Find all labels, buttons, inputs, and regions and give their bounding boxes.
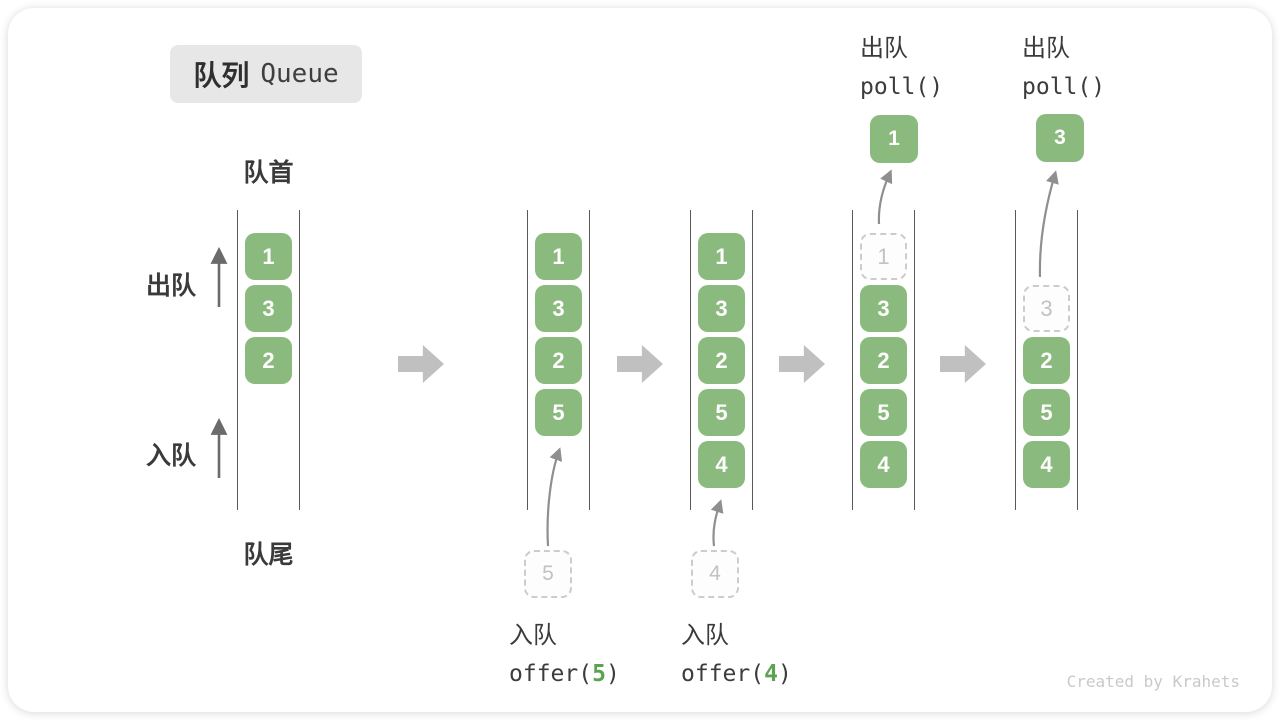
enqueue-annotation-code: offer(4) [681,661,792,687]
queue-cell: 2 [1023,337,1070,384]
queue-cell: 5 [1023,389,1070,436]
queue-state-4: 1 3 2 5 4 [852,210,915,510]
code-close: ) [605,661,620,687]
dequeue-annotation-2: 出队 poll() [1022,28,1105,100]
queue-cell: 1 [535,233,582,280]
dequeue-annotation-label: 出队 [1022,35,1070,62]
queue-cell: 4 [860,441,907,488]
enqueue-annotation-2: 入队 offer(4) [681,615,792,687]
queue-cell: 3 [245,285,292,332]
pending-element-box: 4 [691,550,739,598]
title-badge: 队列 Queue [170,45,362,103]
queue-cell: 3 [535,285,582,332]
pending-element-box: 5 [524,550,572,598]
queue-cell: 3 [860,285,907,332]
dequeue-annotation-label: 出队 [860,35,908,62]
enqueue-side-label: 入队 [146,442,197,470]
queue-state-3: 1 3 2 5 4 [690,210,753,510]
enqueue-annotation-1: 入队 offer(5) [509,615,620,687]
dequeue-annotation-code: poll() [1022,74,1106,100]
queue-cell: 2 [698,337,745,384]
popped-element-box: 3 [1036,114,1084,162]
enqueue-annotation-code: offer(5) [509,661,620,687]
code-arg: 5 [592,661,606,687]
code-open: offer( [681,661,765,687]
code-close: ) [777,661,792,687]
queue-state-2: 1 3 2 5 [527,210,590,510]
code-open: offer( [509,661,593,687]
queue-cell: 5 [860,389,907,436]
code-arg: 4 [764,661,778,687]
removed-element-box: 3 [1023,285,1070,332]
queue-cell: 2 [860,337,907,384]
dequeue-annotation-1: 出队 poll() [860,28,943,100]
watermark: Created by Krahets [1066,672,1240,691]
removed-element-box: 1 [860,233,907,280]
queue-cell: 1 [245,233,292,280]
enqueue-annotation-label: 入队 [681,622,729,649]
queue-cell: 4 [1023,441,1070,488]
dequeue-annotation-code: poll() [860,74,944,100]
dequeue-side-label: 出队 [146,272,197,300]
queue-cell: 1 [698,233,745,280]
queue-cell: 2 [245,337,292,384]
queue-cell: 2 [535,337,582,384]
queue-state-1: 1 3 2 [237,210,300,510]
queue-cell: 5 [535,389,582,436]
popped-element-box: 1 [870,115,918,163]
title-english: Queue [260,59,339,89]
queue-cell: 4 [698,441,745,488]
queue-state-5: 3 2 5 4 [1015,210,1078,510]
queue-front-label: 队首 [243,159,294,187]
queue-rear-label: 队尾 [243,541,294,569]
title-chinese: 队列 [193,60,250,91]
enqueue-annotation-label: 入队 [509,622,557,649]
queue-cell: 5 [698,389,745,436]
queue-cell: 3 [698,285,745,332]
